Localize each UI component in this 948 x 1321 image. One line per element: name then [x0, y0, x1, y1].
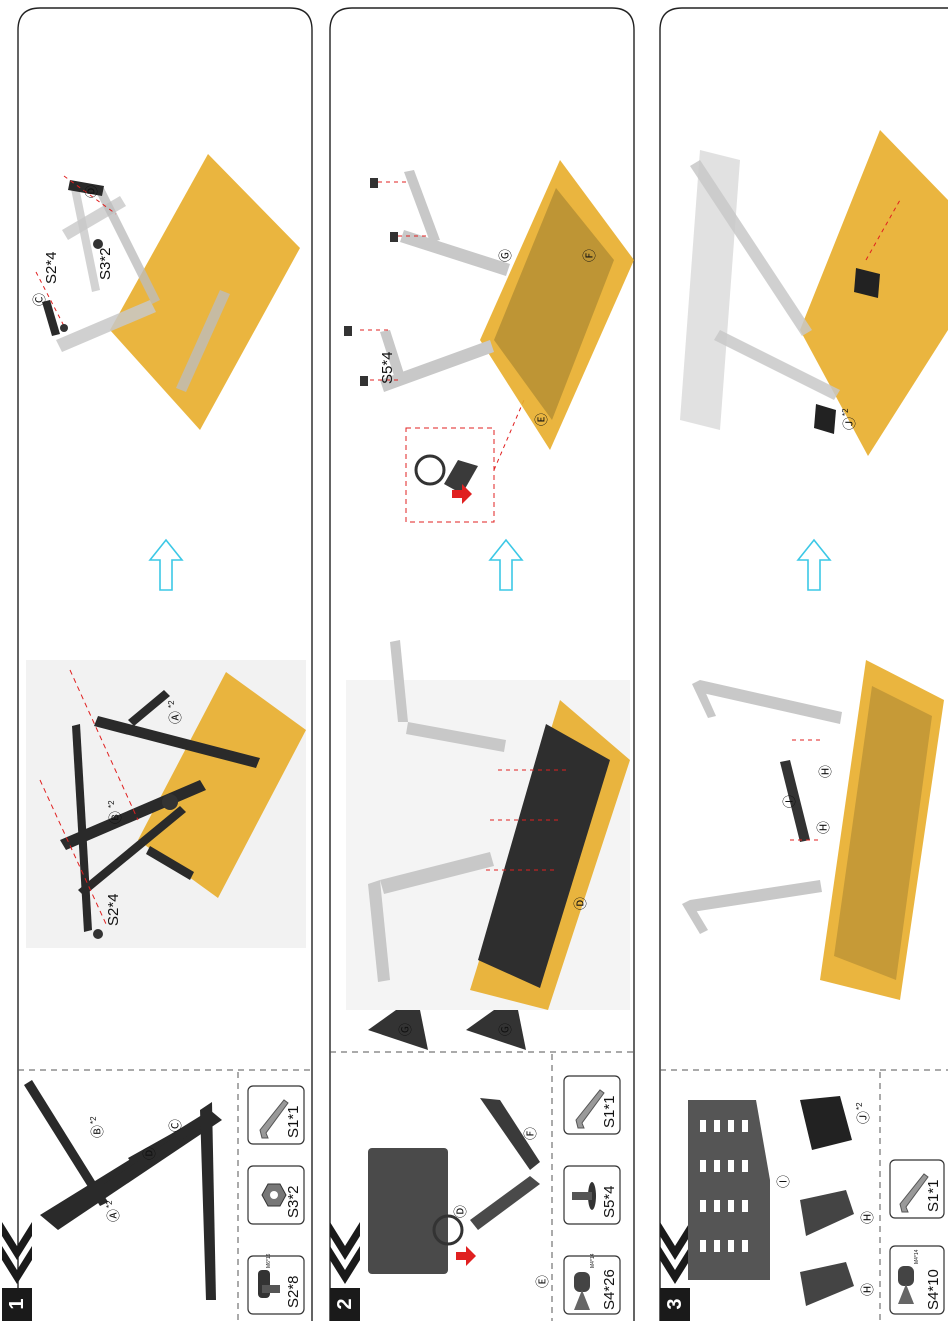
hw-s1b-label: S1*1 — [601, 1095, 618, 1128]
step-2-parts: Ⓓ Ⓔ Ⓕ Ⓖ Ⓖ — [368, 1010, 551, 1288]
hw-s4-spec: M4*14 — [590, 1253, 596, 1268]
part-g1-label: Ⓖ — [399, 1023, 414, 1036]
allen-key-icon — [576, 1090, 604, 1128]
callout-j-qty: *2 — [841, 408, 850, 416]
callout-a: Ⓐ — [169, 711, 184, 724]
step-1-diagram-b: S5*4 Ⓒ S2*4 Ⓓ S3*2 — [33, 154, 300, 430]
part-j-qty: *2 — [855, 1102, 864, 1110]
part-f-label: Ⓕ — [524, 1127, 539, 1140]
callout-e: Ⓔ — [535, 413, 550, 426]
hw-s2-label: S2*8 — [285, 1275, 302, 1308]
callout-h1: Ⓗ — [819, 765, 834, 778]
callout-s2-a: S2*4 — [105, 893, 122, 926]
part-g2-label: Ⓖ — [499, 1023, 514, 1036]
step-1-flow-arrow — [150, 540, 182, 590]
step-1-number: 1 — [6, 1298, 28, 1309]
step-2-flow-arrow — [490, 540, 522, 590]
part-a-qty: *2 — [105, 1200, 114, 1208]
step-1-badge: 1 — [2, 1222, 32, 1321]
callout-i: Ⓘ — [783, 795, 798, 808]
part-b-qty: *2 — [89, 1116, 98, 1124]
step-3-badge: 3 — [660, 1222, 690, 1321]
step-3-flow-arrow — [798, 540, 830, 590]
callout-s2-b: S2*4 — [43, 251, 60, 284]
callout-c-1: Ⓒ — [33, 293, 48, 306]
callout-a-qty: *2 — [167, 700, 176, 708]
hw-s1-label: S1*1 — [285, 1105, 302, 1138]
part-i-label: Ⓘ — [777, 1175, 792, 1188]
callout-j: Ⓙ — [843, 417, 858, 430]
callout-b-qty: *2 — [107, 800, 116, 808]
step-2-number: 2 — [334, 1298, 356, 1309]
step-1-hardware: M6*16 S2*8 S3*2 S1*1 — [248, 1086, 304, 1314]
hw-s2-spec: M6*16 — [266, 1253, 272, 1268]
allen-key-icon — [260, 1100, 288, 1138]
callout-h2: Ⓗ — [817, 821, 832, 834]
wood-screw-icon — [898, 1266, 914, 1304]
part-h2-label: Ⓗ — [861, 1283, 876, 1296]
step-3-hardware: M4*14 S4*10 S1*1 — [890, 1160, 944, 1314]
hw-s5-label: S5*4 — [601, 1185, 618, 1218]
callout-s5: S5*4 — [379, 351, 396, 384]
step-3-diagram-a: Ⓘ Ⓗ Ⓗ — [682, 660, 944, 1000]
part-d2-label: Ⓓ — [454, 1205, 469, 1218]
step-2-diagram-b: S5*4 Ⓖ Ⓔ Ⓕ — [344, 160, 634, 522]
part-e-label: Ⓔ — [536, 1275, 551, 1288]
bolt-icon — [258, 1270, 280, 1298]
callout-f: Ⓕ — [583, 249, 598, 262]
nut-icon — [262, 1184, 286, 1206]
step-3-number: 3 — [664, 1298, 686, 1309]
step-2-badge: 2 — [330, 1222, 360, 1321]
hw-s4b-spec: M4*14 — [914, 1249, 920, 1264]
step-1-diagram-a: S2*4 Ⓑ *2 Ⓐ *2 — [26, 660, 306, 948]
part-b-label: Ⓑ — [91, 1125, 106, 1138]
callout-s3: S3*2 — [97, 247, 114, 280]
foot-pad-icon — [572, 1182, 596, 1210]
step-1-parts: Ⓐ *2 Ⓑ *2 Ⓒ Ⓓ — [24, 1080, 222, 1300]
part-d-label: Ⓓ — [143, 1147, 158, 1160]
callout-d2: Ⓓ — [574, 897, 589, 910]
step-3-diagram-b: Ⓙ *2 — [680, 130, 948, 456]
wood-screw-icon — [574, 1272, 590, 1310]
step-2-hardware: M4*14 S4*26 S5*4 S1*1 — [564, 1076, 620, 1314]
step-2-diagram-a: Ⓓ — [346, 640, 630, 1010]
part-j-label: Ⓙ — [857, 1111, 872, 1124]
part-c-label: Ⓒ — [169, 1119, 184, 1132]
callout-d: Ⓓ — [85, 185, 100, 198]
callout-b: Ⓑ — [109, 811, 124, 824]
part-a-label: Ⓐ — [107, 1209, 122, 1222]
hw-s1c-label: S1*1 — [925, 1179, 942, 1212]
step-3-parts: Ⓘ Ⓙ *2 Ⓗ Ⓗ — [688, 1096, 876, 1306]
hw-s3-label: S3*2 — [285, 1185, 302, 1218]
hw-s4-label: S4*26 — [601, 1269, 618, 1310]
callout-g: Ⓖ — [499, 249, 514, 262]
allen-key-icon — [900, 1174, 928, 1212]
hw-s4b-label: S4*10 — [925, 1269, 942, 1310]
part-h1-label: Ⓗ — [861, 1211, 876, 1224]
